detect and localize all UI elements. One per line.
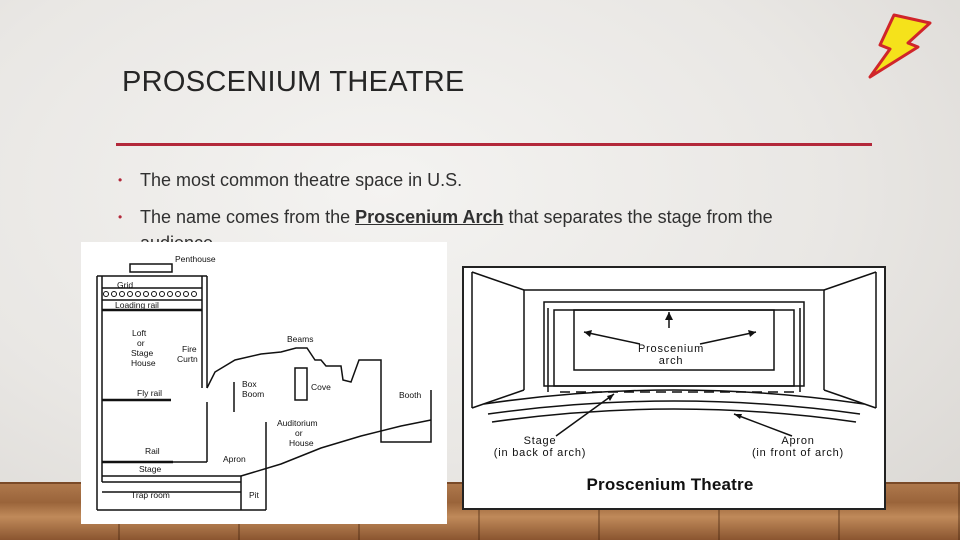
label-proscenium: Proscenium bbox=[638, 343, 704, 355]
label-stage-house: Stage bbox=[131, 348, 153, 358]
bullet-dot-icon: • bbox=[118, 210, 123, 224]
label-pit: Pit bbox=[249, 490, 260, 500]
label-or: or bbox=[137, 338, 145, 348]
label-penthouse: Penthouse bbox=[175, 254, 216, 264]
label-fire-curtain: Curtn bbox=[177, 354, 198, 364]
label-beams: Beams bbox=[287, 334, 313, 344]
label-rail: Rail bbox=[145, 446, 160, 456]
bullet-1-text: The most common theatre space in U.S. bbox=[140, 170, 463, 190]
label-loft: Loft bbox=[132, 328, 147, 338]
proscenium-arch-term: Proscenium Arch bbox=[355, 207, 504, 227]
label-fire: Fire bbox=[182, 344, 197, 354]
theatre-section-diagram: Penthouse Grid Loading rail Loft or Stag… bbox=[81, 242, 447, 524]
label-grid: Grid bbox=[117, 280, 133, 290]
label-stage-house-2: House bbox=[131, 358, 156, 368]
bullet-2: • The name comes from the Proscenium Arch… bbox=[118, 207, 773, 228]
label-arch: arch bbox=[659, 355, 684, 367]
label-booth: Booth bbox=[399, 390, 421, 400]
title-divider bbox=[116, 143, 872, 146]
bullet-dot-icon: • bbox=[118, 173, 123, 187]
label-fly-rail: Fly rail bbox=[137, 388, 162, 398]
diagram-caption: Proscenium Theatre bbox=[586, 475, 753, 494]
label-stage: Stage bbox=[524, 435, 557, 447]
label-auditorium: Auditorium bbox=[277, 418, 318, 428]
proscenium-perspective-diagram: Proscenium arch Stage (in back of arch) … bbox=[462, 266, 886, 510]
label-loading-rail: Loading rail bbox=[115, 300, 159, 310]
label-apron: Apron bbox=[781, 435, 814, 447]
label-apron-note: (in front of arch) bbox=[752, 447, 844, 459]
slide-title: PROSCENIUM THEATRE bbox=[122, 66, 465, 98]
label-stage-note: (in back of arch) bbox=[494, 447, 586, 459]
label-trap-room: Trap room bbox=[131, 490, 170, 500]
label-or-2: or bbox=[295, 428, 303, 438]
bullet-2-text-pre: The name comes from the bbox=[140, 207, 356, 227]
label-stage: Stage bbox=[139, 464, 161, 474]
lightning-bolt-icon bbox=[868, 13, 932, 79]
label-apron: Apron bbox=[223, 454, 246, 464]
bullet-1: • The most common theatre space in U.S. bbox=[118, 170, 462, 191]
label-box: Box bbox=[242, 379, 257, 389]
label-cove: Cove bbox=[311, 382, 331, 392]
label-house: House bbox=[289, 438, 314, 448]
label-boom: Boom bbox=[242, 389, 264, 399]
bullet-2-text-post: that separates the stage from the bbox=[503, 207, 773, 227]
